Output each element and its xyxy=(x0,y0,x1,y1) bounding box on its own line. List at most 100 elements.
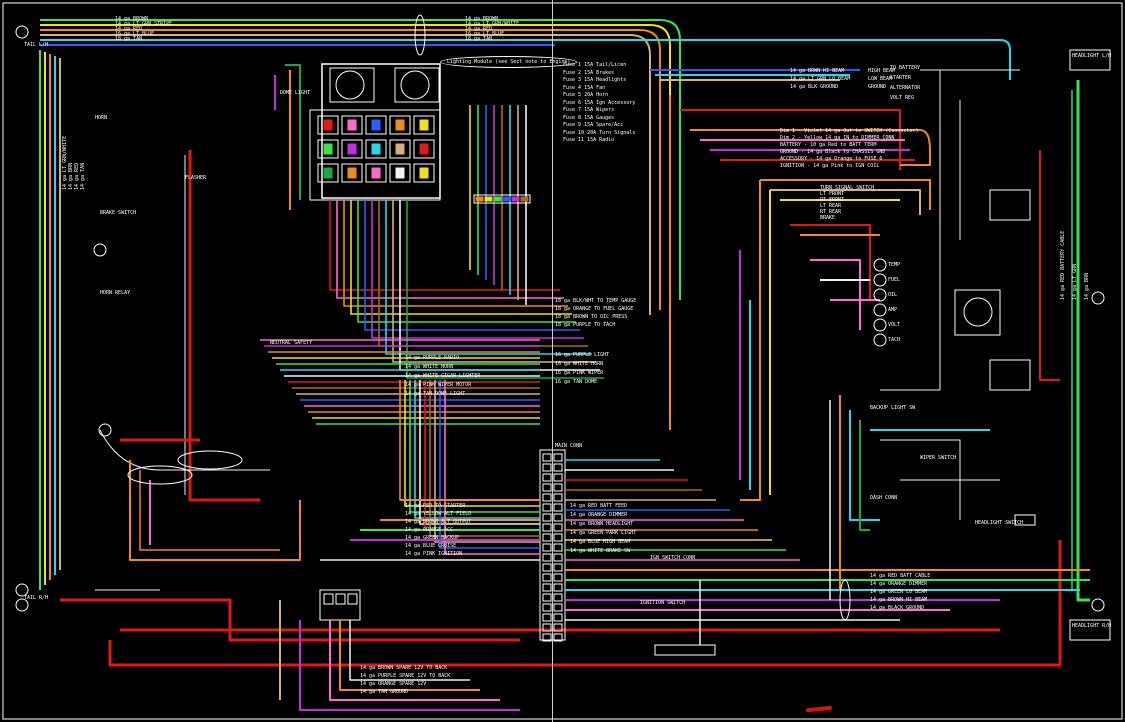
right-column-label: ALTERNATOR xyxy=(890,85,921,91)
mid-center-label: 14 ga WHITE CIGAR LIGHTER xyxy=(405,373,481,379)
fuse xyxy=(395,119,405,131)
fuse xyxy=(347,119,357,131)
mid-right-label: 16 ga PINK WIPER xyxy=(555,370,604,376)
bottom-label: 14 ga PURPLE SPARE 12V TO BACK xyxy=(360,673,451,679)
fuse-label: Fuse 8 15A Gauges xyxy=(563,114,615,121)
pin xyxy=(553,553,563,562)
lower-right-label: 14 ga BROWN HI BEAM xyxy=(870,597,928,603)
terminal-round xyxy=(873,273,887,287)
pin xyxy=(542,563,552,572)
mid-upper-label: 18 ga BLK/WHT TO TEMP GAUGE xyxy=(555,298,637,304)
lower-right-label: 14 ga BLACK GROUND xyxy=(870,605,925,611)
gauge-label: OIL xyxy=(888,292,898,298)
pin xyxy=(542,543,552,552)
wire xyxy=(859,420,870,531)
lower-center-label: 14 ga ORANGE DIMMER xyxy=(570,512,628,518)
fuse xyxy=(371,143,381,155)
pin xyxy=(553,503,563,512)
terminal-round xyxy=(1091,291,1105,305)
fuse-slot xyxy=(341,139,363,159)
pin xyxy=(335,593,346,605)
wire xyxy=(329,620,500,701)
dimmer-note: GROUND - 14 ga Black to CHASSIS GND xyxy=(780,149,886,155)
gauge-label: VOLT xyxy=(888,322,901,328)
fuse xyxy=(395,167,405,179)
switch-label: LOW BEAM xyxy=(868,76,893,82)
component-label: HEADLIGHT SWITCH xyxy=(975,520,1024,526)
wire xyxy=(40,34,651,315)
gauge-box xyxy=(989,189,1031,221)
fuse xyxy=(347,143,357,155)
terminal-round xyxy=(873,333,887,347)
corner-box-label: TAIL L/H xyxy=(24,42,49,48)
pin xyxy=(542,493,552,502)
pin xyxy=(553,603,563,612)
mid-center-label: 14 ga TAN DOME LIGHT xyxy=(405,391,466,397)
wire xyxy=(429,380,540,537)
wire xyxy=(343,200,568,307)
wire xyxy=(339,620,480,691)
top-left-label: 14 ga LT GRN STRIPE xyxy=(115,21,173,27)
pin xyxy=(323,593,334,605)
bottom-label: 14 ga BROWN SPARE 12V TO BACK xyxy=(360,665,448,671)
wire xyxy=(409,380,540,513)
wire xyxy=(371,200,584,339)
pin xyxy=(553,493,563,502)
wire xyxy=(690,129,931,166)
pin xyxy=(553,453,563,462)
terminal-round xyxy=(1091,598,1105,612)
wire xyxy=(364,200,580,331)
wire xyxy=(392,200,596,363)
pin xyxy=(553,463,563,472)
wire xyxy=(1039,150,1060,381)
fuse-label: Fuse 5 20A Horn xyxy=(563,92,609,98)
top-left-label: 14 ga BROWN xyxy=(115,16,149,22)
terminal-round xyxy=(15,25,29,39)
wire xyxy=(399,380,540,501)
fuse-slot xyxy=(317,139,339,159)
lower-left-label: 14 ga PINK IGNITION xyxy=(405,551,463,557)
fuse xyxy=(419,143,429,155)
pin xyxy=(542,583,552,592)
wire xyxy=(40,24,671,305)
fuse-slot xyxy=(389,139,411,159)
pin xyxy=(553,573,563,582)
right-vertical-label: 14 ga RED BATTERY CABLE xyxy=(1060,230,1066,300)
terminal-round xyxy=(15,598,29,612)
wire xyxy=(434,380,540,543)
wire xyxy=(419,380,540,525)
left-vertical-label: 14 ga TAN xyxy=(80,162,86,190)
pin xyxy=(542,533,552,542)
fuse xyxy=(323,167,333,179)
crosshair-cursor-line xyxy=(552,0,553,722)
fuse-slot xyxy=(317,115,339,135)
pin xyxy=(553,533,563,542)
right-vertical-label: 14 ga BRN xyxy=(1084,272,1090,300)
switch-label: GROUND xyxy=(868,84,887,90)
fuse-slot xyxy=(389,115,411,135)
lighting-module-callout: Lighting Module (see Sect note to Engine… xyxy=(440,56,578,68)
pin xyxy=(542,593,552,602)
lower-right-label: 14 ga RED BATT CABLE xyxy=(870,573,931,579)
lower-right-label: 14 ga ORANGE DIMMER xyxy=(870,581,928,587)
wire xyxy=(336,200,564,299)
lower-center-label: 14 ga RED BATT FEED xyxy=(570,503,628,509)
wire xyxy=(810,259,861,330)
right-column-label: VOLT REG xyxy=(890,95,915,101)
wire xyxy=(99,429,270,471)
pin xyxy=(553,623,563,632)
terminal-round xyxy=(15,583,29,597)
wire xyxy=(439,380,540,549)
gauge-label: TACH xyxy=(888,337,901,343)
fuse-slot xyxy=(341,163,363,183)
wire xyxy=(404,380,540,507)
wire xyxy=(406,200,604,379)
mid-upper-label: 18 ga PURPLE TO TACH xyxy=(555,322,616,328)
right-column-label: TO BATTERY xyxy=(890,65,921,71)
wire xyxy=(329,200,560,291)
lower-left-label: 14 ga BROWN ALT OUTPUT xyxy=(405,519,472,525)
turn-signal-label: TURN SIGNAL SWITCH xyxy=(820,185,875,191)
dimmer-note: IGNITION - 14 ga Pink to IGN COIL xyxy=(780,163,880,169)
color-chip xyxy=(475,196,484,202)
